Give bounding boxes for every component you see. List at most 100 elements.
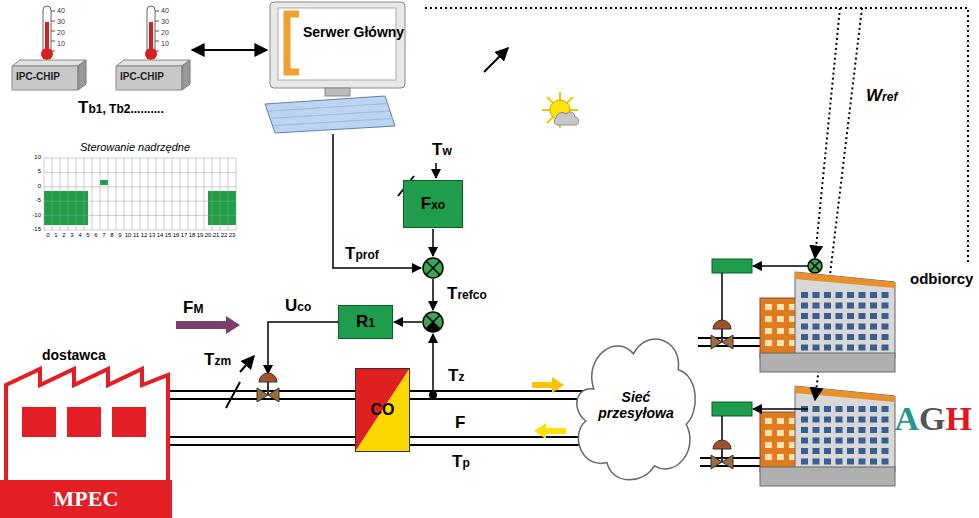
line-art bbox=[164, 158, 165, 230]
signal-line bbox=[435, 163, 437, 178]
axis-tick: 4 bbox=[75, 232, 85, 238]
line-art bbox=[84, 158, 85, 230]
signal-name: Tprof bbox=[345, 244, 379, 264]
line-art bbox=[795, 272, 895, 288]
line-art bbox=[132, 158, 133, 230]
line-art bbox=[882, 334, 889, 340]
line-art bbox=[60, 158, 61, 230]
line-art bbox=[51, 41, 55, 42]
line-art bbox=[273, 119, 393, 126]
signal-line bbox=[432, 229, 434, 256]
line-art bbox=[813, 427, 820, 433]
line-art bbox=[824, 303, 831, 309]
line-art bbox=[824, 459, 831, 465]
scale-number: 10 bbox=[161, 40, 169, 47]
dotted-connector bbox=[425, 8, 840, 258]
line-art bbox=[810, 261, 820, 271]
network-cloud: Sieć przesyłowa bbox=[570, 325, 702, 485]
line-art bbox=[870, 417, 877, 423]
signal-name: Tzm bbox=[204, 350, 231, 370]
line-art bbox=[882, 303, 889, 309]
line-art bbox=[765, 454, 772, 460]
axis-tick: 16 bbox=[171, 232, 181, 238]
line-art bbox=[847, 345, 854, 351]
line-art bbox=[712, 259, 752, 273]
line-art bbox=[116, 60, 190, 66]
pipe-wall bbox=[410, 390, 586, 400]
line-art bbox=[12, 60, 86, 66]
signal-line bbox=[432, 279, 434, 310]
line-art bbox=[22, 407, 56, 437]
scale-number: 20 bbox=[161, 29, 169, 36]
line-art bbox=[760, 467, 895, 486]
axis-tick: 14 bbox=[155, 232, 165, 238]
line-art bbox=[882, 313, 889, 319]
node-text: CO bbox=[371, 401, 395, 419]
axis-tick: 18 bbox=[187, 232, 197, 238]
line-art bbox=[824, 292, 831, 298]
line-art bbox=[257, 388, 279, 402]
axis-tick: 22 bbox=[219, 232, 229, 238]
line-art bbox=[801, 313, 808, 319]
building-picture bbox=[760, 272, 895, 372]
line-art bbox=[44, 201, 236, 202]
line-art bbox=[813, 345, 820, 351]
scale-number: 30 bbox=[161, 18, 169, 25]
line-art bbox=[356, 369, 410, 452]
node-text: Sterowanie nadrzędne bbox=[80, 141, 190, 153]
measure-arrow bbox=[484, 48, 508, 72]
line-art bbox=[721, 416, 723, 440]
scale-number: 10 bbox=[57, 40, 65, 47]
line-art bbox=[155, 31, 159, 32]
line-art bbox=[859, 303, 866, 309]
controller-block: R1 bbox=[338, 305, 393, 339]
line-art bbox=[813, 438, 820, 444]
line-art bbox=[859, 448, 866, 454]
line-art bbox=[882, 324, 889, 330]
line-art bbox=[813, 303, 820, 309]
line-art bbox=[824, 438, 831, 444]
line-art bbox=[777, 430, 784, 436]
schedule-chart-outline bbox=[28, 140, 242, 240]
line-art bbox=[824, 334, 831, 340]
line-art bbox=[836, 334, 843, 340]
line-art bbox=[155, 11, 159, 12]
line-art bbox=[801, 427, 808, 433]
line-art bbox=[713, 320, 731, 329]
line-art bbox=[836, 292, 843, 298]
line-art bbox=[777, 316, 784, 322]
connector-label: Wref bbox=[866, 86, 897, 106]
line-art bbox=[813, 292, 820, 298]
line-art bbox=[859, 406, 866, 412]
line-art bbox=[325, 88, 350, 96]
line-art bbox=[721, 449, 723, 462]
line-art bbox=[882, 459, 889, 465]
line-art bbox=[801, 334, 808, 340]
line-art bbox=[542, 92, 578, 128]
line-art bbox=[44, 191, 88, 225]
axis-tick: 19 bbox=[195, 232, 205, 238]
axis-tick: 5 bbox=[83, 232, 93, 238]
axis-tick: 6 bbox=[91, 232, 101, 238]
valve-symbol bbox=[711, 440, 733, 469]
axis-tick: 9 bbox=[115, 232, 125, 238]
line-art bbox=[155, 21, 159, 22]
line-art bbox=[870, 427, 877, 433]
axis-tick: 10 bbox=[123, 232, 133, 238]
schedule-chart: Sterowanie nadrzędne bbox=[28, 140, 242, 240]
line-art bbox=[423, 258, 443, 278]
server-computer-outline bbox=[245, 0, 425, 135]
line-art bbox=[43, 6, 51, 54]
line-art bbox=[801, 448, 808, 454]
line-art bbox=[116, 66, 182, 90]
line-art bbox=[813, 406, 820, 412]
node-text: MPEC bbox=[0, 486, 172, 512]
line-art bbox=[795, 272, 895, 358]
building-picture bbox=[760, 386, 895, 486]
line-art bbox=[870, 448, 877, 454]
line-art bbox=[44, 186, 236, 187]
consumer-building: odbiorcy bbox=[760, 258, 978, 372]
line-art bbox=[813, 313, 820, 319]
line-art bbox=[836, 303, 843, 309]
line-art bbox=[824, 324, 831, 330]
